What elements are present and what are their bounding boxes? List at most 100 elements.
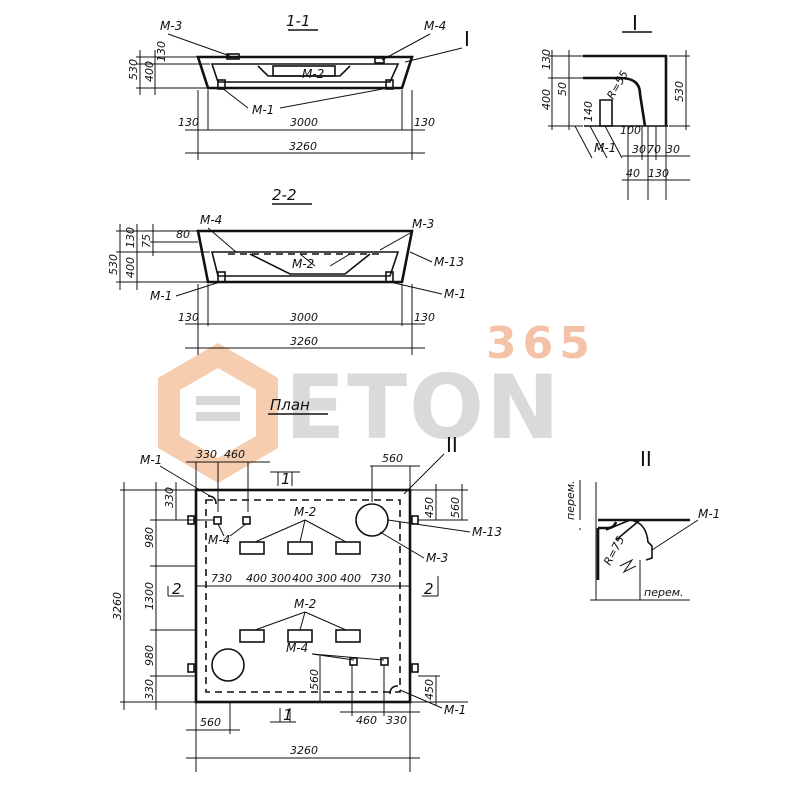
s2-dim-130-right: 130 xyxy=(414,311,435,324)
dI-dim-100: 100 xyxy=(620,124,641,137)
s2-label-m13: M-13 xyxy=(434,255,464,269)
section-2-2: 2-2 530 400 130 75 80 130 3000 130 3260 … xyxy=(107,186,466,355)
plan-dim-b460: 460 xyxy=(356,714,377,727)
dI-dim-130b: 130 xyxy=(648,167,669,180)
plan-dim-m300-b: 300 xyxy=(316,572,337,585)
dI-dim-30a: 30 xyxy=(632,143,646,156)
plan-view: План 1 1 2 2 xyxy=(111,396,502,772)
plan-dim-m730-left: 730 xyxy=(211,572,232,585)
dI-radius: R=55 xyxy=(604,68,631,101)
plan-m2-top-3 xyxy=(335,541,361,555)
detail-II: II перем. перем. R=75 M-1 xyxy=(564,447,720,601)
s2-label-m1-right: M-1 xyxy=(444,287,466,301)
plan-label-m13: M-13 xyxy=(472,525,502,539)
dII-label-m1: M-1 xyxy=(698,507,720,521)
plan-marker-II: II xyxy=(446,433,458,457)
s2-label-m2: M-2 xyxy=(292,257,314,271)
dII-perem-top: перем. xyxy=(564,480,577,520)
section-2-2-title: 2-2 xyxy=(272,186,297,204)
plan-dim-l980-bottom: 980 xyxy=(143,645,156,666)
s2-dim-130: 130 xyxy=(124,227,137,248)
s1-dim-400: 400 xyxy=(143,61,156,82)
watermark: 365 ETON xyxy=(158,318,596,483)
s1-label-m2: M-2 xyxy=(302,67,324,81)
plan-dim-r560-top: 560 xyxy=(449,497,462,518)
s2-label-m1-left: M-1 xyxy=(150,289,172,303)
dI-dim-50: 50 xyxy=(556,82,569,96)
plan-dim-m400-c: 400 xyxy=(340,572,361,585)
s2-label-m3: M-3 xyxy=(412,217,434,231)
dI-dim-30b: 30 xyxy=(666,143,680,156)
plan-m2-bot-1 xyxy=(239,629,265,643)
plan-m2-bot-3 xyxy=(335,629,361,643)
plan-sec2-left: 2 xyxy=(172,580,182,598)
s1-dim-530: 530 xyxy=(127,59,140,80)
plan-sec2-right: 2 xyxy=(424,580,434,598)
plan-dim-m400-b: 400 xyxy=(292,572,313,585)
plan-title: План xyxy=(270,396,310,414)
s2-dim-3000: 3000 xyxy=(290,311,318,324)
s2-dim-80: 80 xyxy=(176,228,190,241)
plan-label-m2-bottom: M-2 xyxy=(294,597,316,611)
dI-dim-70: 70 xyxy=(647,143,661,156)
s2-dim-130-left: 130 xyxy=(178,311,199,324)
plan-dim-l1300: 1300 xyxy=(143,582,156,610)
plan-label-m2-top: M-2 xyxy=(294,505,316,519)
dI-dim-40: 40 xyxy=(626,167,640,180)
plan-m13-circle-bottom xyxy=(211,648,245,682)
plan-m2-top-1 xyxy=(239,541,265,555)
plan-dim-m300-a: 300 xyxy=(270,572,291,585)
plan-dim-m730-right: 730 xyxy=(370,572,391,585)
s2-dim-3260: 3260 xyxy=(290,335,318,348)
dI-dim-400: 400 xyxy=(540,89,553,110)
s1-dim-130-left: 130 xyxy=(178,116,199,129)
plan-dim-t560: 560 xyxy=(382,452,403,465)
plan-dim-r560-bottom: 560 xyxy=(308,669,321,690)
s2-dim-400: 400 xyxy=(124,257,137,278)
s1-label-m3: M-3 xyxy=(160,19,182,33)
plan-label-m4-right: M-4 xyxy=(286,641,308,655)
plan-dim-r450-top: 450 xyxy=(423,497,436,518)
plan-label-m1-top: M-1 xyxy=(140,453,162,467)
s1-dim-130: 130 xyxy=(155,41,168,62)
dI-dim-130: 130 xyxy=(540,49,553,70)
plan-dim-l330-bottom: 330 xyxy=(143,679,156,700)
dI-dim-530: 530 xyxy=(673,81,686,102)
detail-II-title: II xyxy=(640,447,652,471)
watermark-brand: ETON xyxy=(285,356,562,459)
plan-label-m1-bottom: M-1 xyxy=(444,703,466,717)
plan-dim-l330-top: 330 xyxy=(163,487,176,508)
watermark-logo-icon xyxy=(158,343,278,483)
dI-dim-140: 140 xyxy=(582,101,595,122)
plan-dim-b560: 560 xyxy=(200,716,221,729)
s2-dim-530: 530 xyxy=(107,254,120,275)
plan-dim-b330: 330 xyxy=(386,714,407,727)
plan-label-m4-left: M-4 xyxy=(208,533,230,547)
plan-dim-l3260: 3260 xyxy=(111,592,124,620)
plan-dim-m400-a: 400 xyxy=(246,572,267,585)
plan-sec1-bottom: 1 xyxy=(283,706,293,724)
plan-sec1-top: 1 xyxy=(281,470,291,488)
detail-I: I 130 400 50 530 R=55 140 100 M-1 30 70 … xyxy=(540,11,690,200)
plan-m2-top-2 xyxy=(287,541,313,555)
watermark-number: 365 xyxy=(486,318,596,369)
s2-dim-75: 75 xyxy=(140,234,153,248)
plan-m13-circle-top xyxy=(355,503,389,537)
s1-dim-3000: 3000 xyxy=(290,116,318,129)
s1-dim-3260: 3260 xyxy=(289,140,317,153)
plan-dim-b3260: 3260 xyxy=(290,744,318,757)
section-1-1: 1-1 530 400 130 130 3000 130 3260 M-3 M-… xyxy=(127,12,470,160)
s1-dim-130-right: 130 xyxy=(414,116,435,129)
plan-label-m3: M-3 xyxy=(426,551,448,565)
s2-label-m4: M-4 xyxy=(200,213,222,227)
s1-label-m4: M-4 xyxy=(424,19,446,33)
plan-dim-l980-top: 980 xyxy=(143,527,156,548)
dII-perem-bottom: перем. xyxy=(644,586,684,599)
s1-marker-I: I xyxy=(464,27,470,51)
s1-label-m1: M-1 xyxy=(252,103,274,117)
detail-I-title: I xyxy=(632,11,638,35)
plan-dim-r450-bottom: 450 xyxy=(423,679,436,700)
section-1-1-title: 1-1 xyxy=(286,12,311,30)
dI-label-m1: M-1 xyxy=(594,141,616,155)
